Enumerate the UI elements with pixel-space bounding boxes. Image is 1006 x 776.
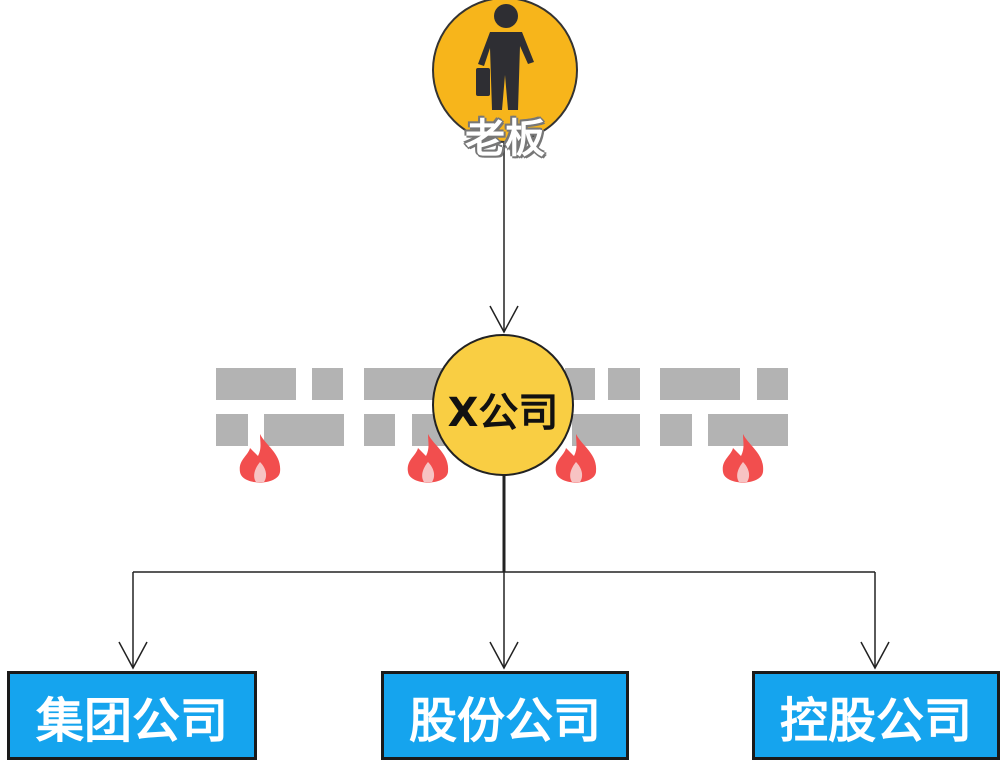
company-node: [432, 334, 574, 476]
arrow-head-icon: [860, 641, 890, 670]
flame-icon: [722, 434, 764, 483]
flame-icon: [555, 434, 597, 483]
subsidiary-box-shares: 股份公司: [381, 671, 629, 760]
subsidiary-label: 集团公司: [35, 692, 228, 749]
flame-icon: [407, 434, 449, 483]
redaction-bars: [216, 368, 788, 446]
arrow-head-icon: [489, 641, 519, 670]
arrow-head-icon: [118, 641, 148, 670]
flame-icon: [239, 434, 281, 483]
subsidiary-label: 控股公司: [779, 692, 972, 749]
subsidiary-box-group: 集团公司: [7, 671, 257, 760]
arrow-head-icon: [489, 305, 519, 334]
connectors: [118, 138, 890, 670]
businessman-icon: [476, 4, 534, 110]
flame-icons: [239, 434, 764, 483]
boss-label: 老板: [465, 116, 545, 162]
subsidiary-label: 股份公司: [408, 692, 601, 749]
company-label: X公司: [447, 390, 559, 436]
subsidiary-box-holding: 控股公司: [752, 671, 1000, 760]
boss-node: [432, 0, 578, 143]
